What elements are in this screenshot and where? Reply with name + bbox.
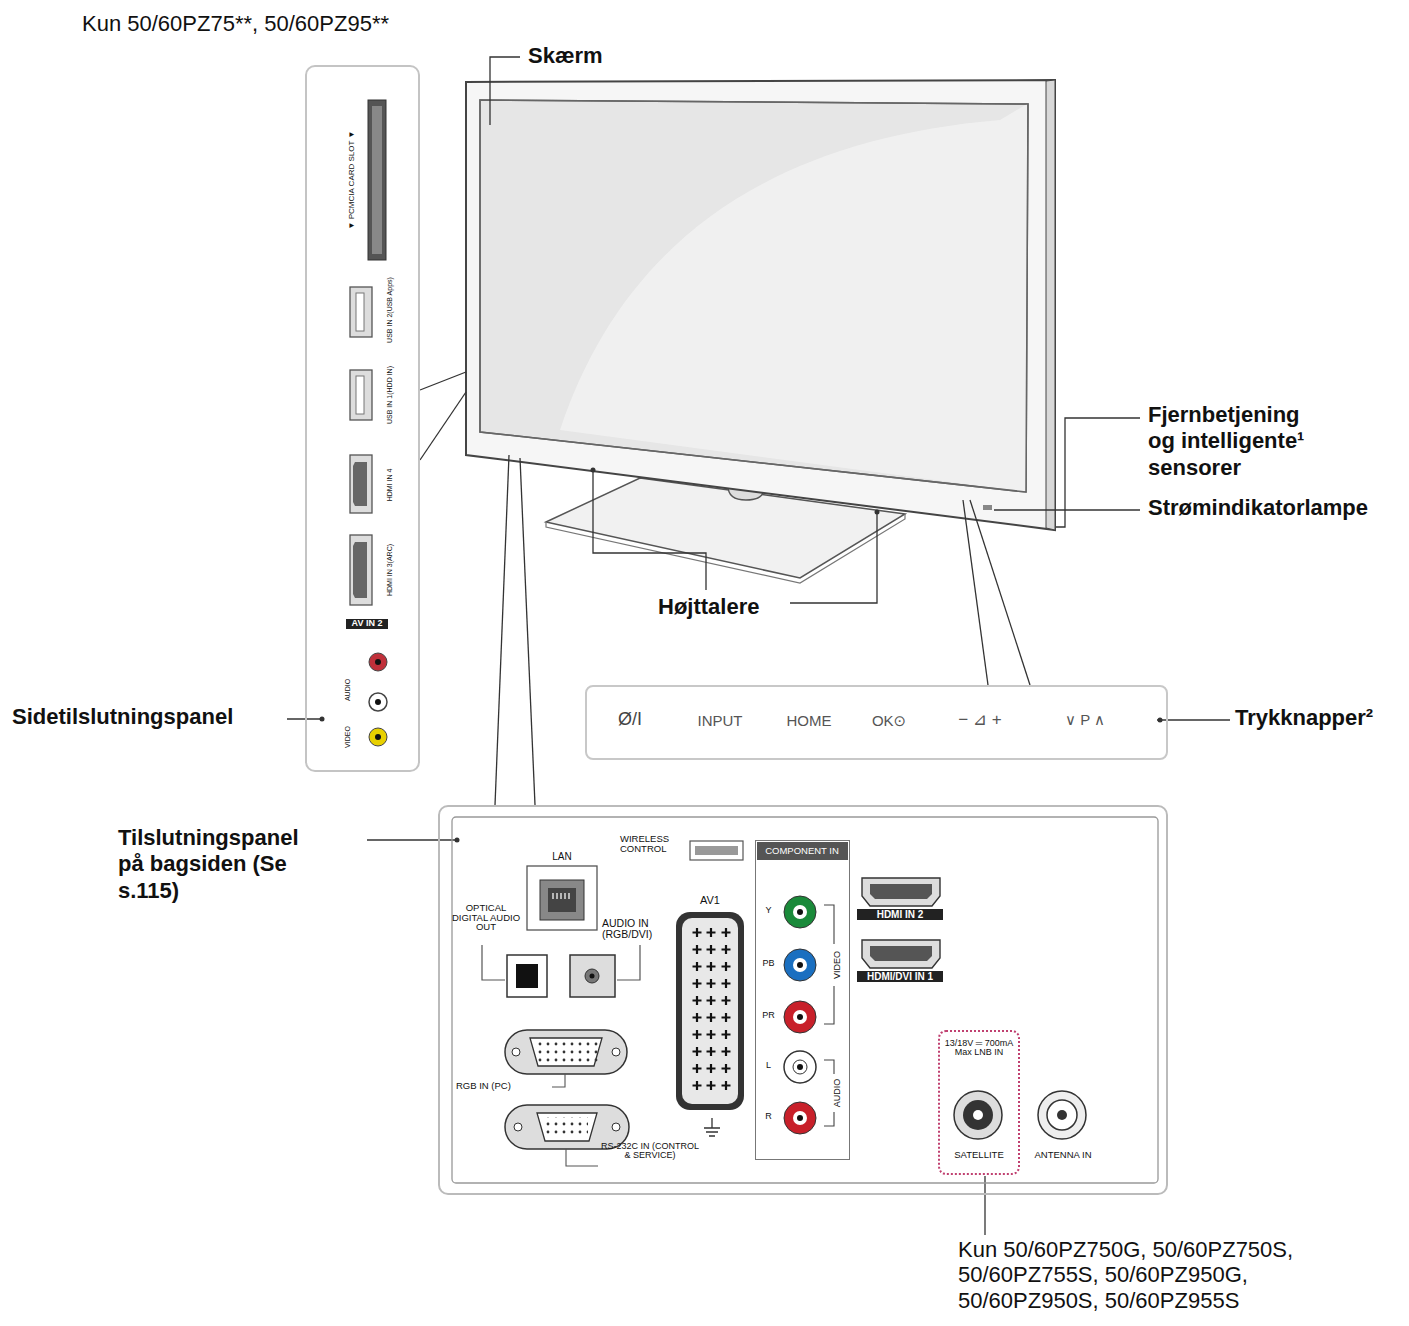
model-note: Kun 50/60PZ75**, 50/60PZ95** [82, 12, 502, 36]
port-label: HDMI IN 3(ARC) [386, 544, 394, 596]
part-name: Højttalere [658, 595, 788, 619]
touch-button-bar: Ø/I INPUT HOME OK⊙ − ⊿ + ∨ P ∧ [585, 685, 1168, 760]
rear-ports [452, 817, 1158, 1183]
group-heading: COMPONENT IN [757, 842, 848, 860]
port-label: PR [761, 1011, 777, 1021]
button-label: − ⊿ + [935, 711, 1025, 730]
model-note: Kun 50/60PZ750G, 50/60PZ750S, 50/60PZ755… [958, 1237, 1360, 1313]
side-connection-panel: ▼ PCMCIA CARD SLOT ▼ USB IN 2(USB Apps) US… [305, 65, 420, 772]
port-label: AV IN 2 [346, 619, 388, 629]
button-label: HOME [772, 713, 846, 730]
port-label: ANTENNA IN [1024, 1150, 1102, 1160]
port-label: AV1 [690, 894, 730, 906]
port-label: Y [761, 906, 777, 916]
port-label: HDMI IN 4 [386, 469, 394, 502]
leader-dots [320, 717, 1163, 843]
port-label: HDMI IN 2 [857, 909, 943, 920]
port-label: ▼ PCMCIA CARD SLOT ▼ [348, 131, 357, 230]
port-label: WIRELESS CONTROL [620, 834, 684, 853]
port-label: USB IN 2(USB Apps) [386, 277, 394, 343]
port-label: HDMI/DVI IN 1 [857, 971, 943, 982]
port-label: VIDEO [344, 726, 352, 748]
port-label: PB [761, 959, 777, 969]
part-name: Fjernbetjening og intelligente¹ sensorer [1148, 402, 1326, 481]
part-name: Trykknapper² [1235, 706, 1405, 730]
tv-set [466, 80, 1055, 583]
button-label: INPUT [685, 713, 755, 730]
leader-lines [287, 57, 1230, 1235]
port-label: AUDIO IN (RGB/DVI) [602, 918, 674, 939]
satellite-input: 13/18V ═ 700mA Max LNB IN SATELLITE [938, 1030, 1020, 1175]
part-name: Strømindikatorlampe [1148, 496, 1406, 520]
port-label: SATELLITE [941, 1150, 1017, 1160]
port-label: LAN [540, 851, 584, 862]
button-label: OK⊙ [858, 713, 920, 730]
button-label: ∨ P ∧ [1045, 712, 1125, 729]
port-label: OPTICAL DIGITAL AUDIO OUT [451, 903, 521, 932]
port-label: R [761, 1112, 777, 1122]
port-label: RGB IN (PC) [456, 1081, 546, 1091]
part-name: Tilslutningspanel på bagsiden (Se s.115) [118, 825, 330, 904]
part-name: Skærm [528, 44, 638, 68]
port-label: AUDIO [833, 1078, 843, 1107]
port-label: USB IN 1(HDD IN) [386, 366, 394, 424]
rear-connection-panel: WIRELESS CONTROL LAN OPTICAL DIGITAL AUDIO… [438, 805, 1168, 1195]
port-label: AUDIO [344, 679, 352, 701]
port-label: VIDEO [833, 950, 843, 978]
button-label: Ø/I [600, 710, 660, 730]
port-label: RS-232C IN (CONTROL & SERVICE) [600, 1142, 700, 1161]
port-label: 13/18V ═ 700mA Max LNB IN [944, 1039, 1014, 1058]
component-in-group: COMPONENT IN Y PB PR L R VIDEO AUDIO [755, 840, 850, 1160]
port-label: L [761, 1061, 777, 1071]
part-name: Sidetilslutningspanel [12, 705, 284, 729]
